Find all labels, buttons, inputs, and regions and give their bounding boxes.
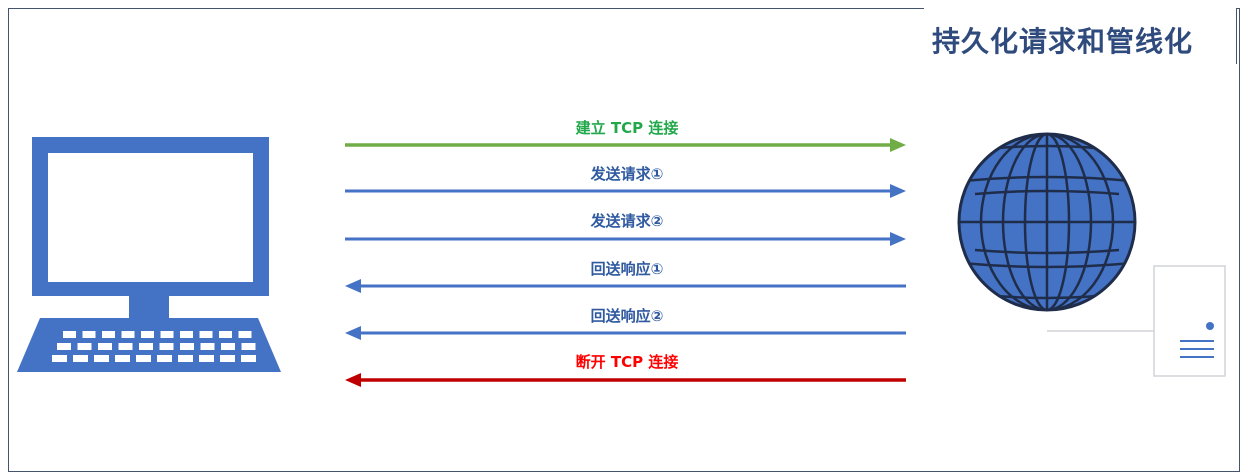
- keyboard-key: [82, 331, 96, 338]
- keyboard-key: [220, 355, 235, 362]
- keyboard-key: [102, 331, 115, 338]
- arrow-4: [345, 279, 906, 293]
- title-box: [924, 8, 1236, 64]
- keyboard-key: [199, 355, 214, 362]
- keyboard-key: [118, 343, 133, 350]
- keyboard-key: [199, 331, 213, 338]
- keyboard-key: [136, 355, 151, 362]
- arrow-head: [345, 373, 361, 387]
- diagram-title: 持久化请求和管线化: [932, 25, 1194, 58]
- arrow-head: [890, 184, 906, 198]
- keyboard-key: [63, 331, 76, 338]
- keyboard-key: [121, 331, 135, 338]
- arrow-label-2: 发送请求①: [590, 165, 664, 183]
- laptop-icon: [17, 137, 281, 372]
- arrow-label-5: 回送响应②: [590, 307, 664, 325]
- arrow-head: [345, 326, 361, 340]
- keyboard-key: [238, 331, 252, 338]
- keyboard-key: [180, 331, 193, 338]
- arrow-head: [345, 279, 361, 293]
- keyboard-key: [221, 343, 235, 350]
- title-rule: [1236, 8, 1237, 64]
- keyboard-key: [141, 331, 154, 338]
- keyboard-key: [159, 343, 174, 350]
- diagram-frame: [8, 8, 1240, 472]
- arrow-label-3: 发送请求②: [590, 212, 664, 230]
- arrow-head: [890, 138, 906, 152]
- keyboard-key: [98, 343, 112, 350]
- arrow-2: [345, 184, 906, 198]
- keyboard-key: [52, 355, 67, 362]
- keyboard-key: [57, 343, 71, 350]
- keyboard-key: [241, 343, 256, 350]
- keyboard-key: [94, 355, 109, 362]
- keyboard-key: [200, 343, 215, 350]
- keyboard-key: [180, 343, 194, 350]
- arrow-1: [345, 138, 906, 152]
- arrow-label-6: 断开 TCP 连接: [575, 353, 679, 371]
- keyboard-key: [115, 355, 130, 362]
- arrow-3: [345, 232, 906, 246]
- keyboard-key: [241, 355, 256, 362]
- keyboard-key: [178, 355, 193, 362]
- keyboard-key: [219, 331, 232, 338]
- keyboard-key: [157, 355, 172, 362]
- globe-server-icon: [957, 132, 1226, 377]
- arrow-label-1: 建立 TCP 连接: [575, 119, 679, 137]
- arrow-5: [345, 326, 906, 340]
- arrow-head: [890, 232, 906, 246]
- keyboard-key: [73, 355, 88, 362]
- keyboard-key: [160, 331, 174, 338]
- arrow-label-4: 回送响应①: [590, 260, 664, 278]
- keyboard-key: [77, 343, 92, 350]
- keyboard-key: [139, 343, 153, 350]
- arrow-6: [345, 373, 906, 387]
